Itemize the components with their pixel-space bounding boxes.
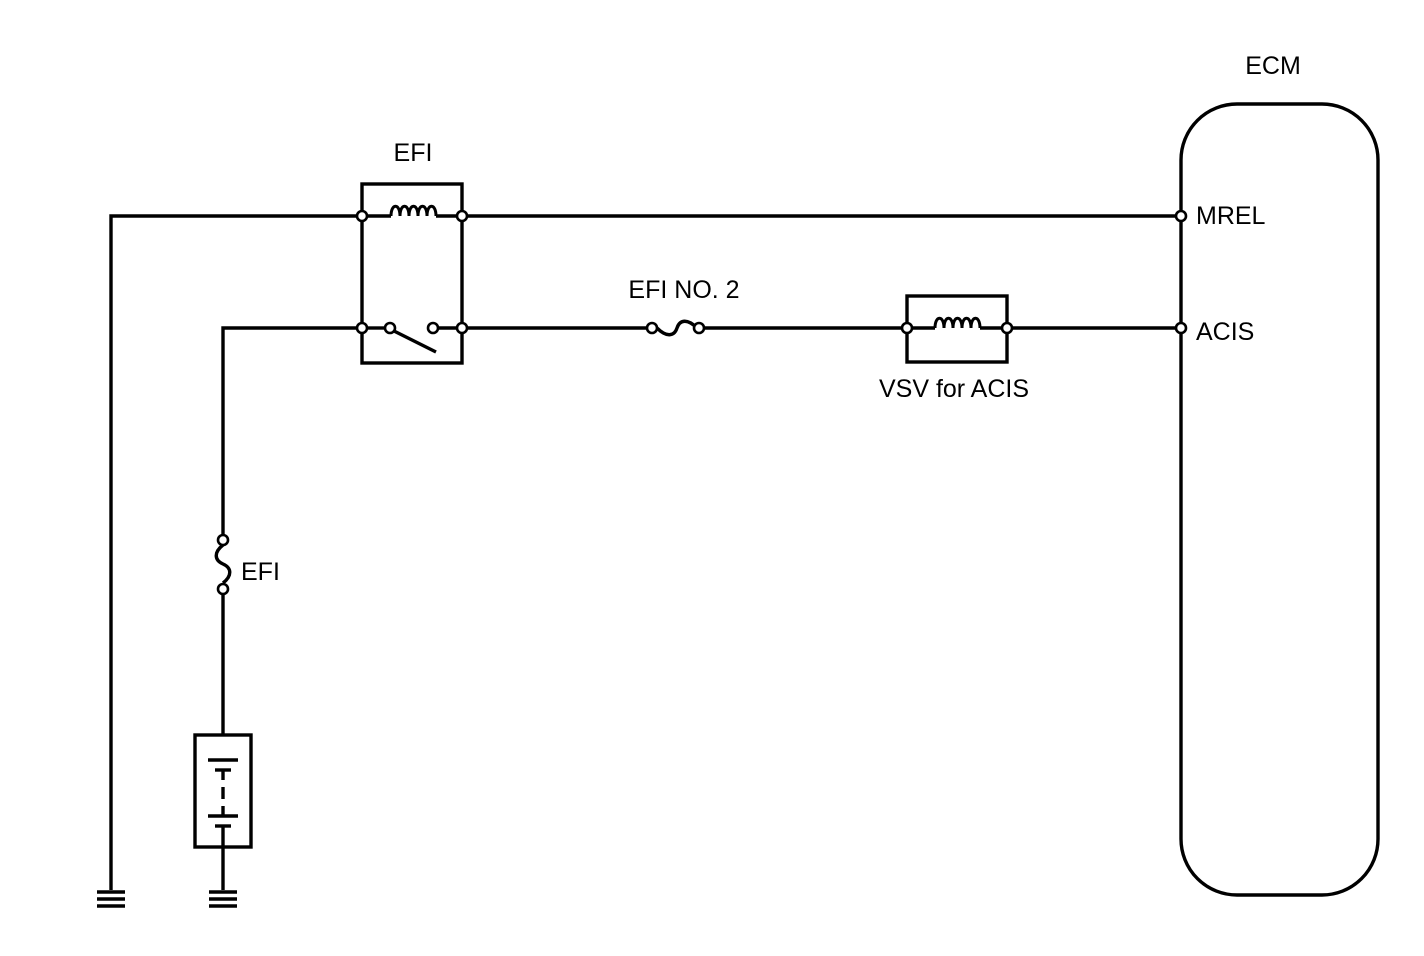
efi-relay-coil-icon [389,204,438,217]
ground-right [209,890,237,908]
efi-relay-switch-blade [389,327,437,354]
efi-no2-fuse-terminal-left [645,321,659,335]
vsv-terminal-right [1000,321,1014,335]
efi-no2-fuse: EFI NO. 2 [628,276,740,337]
vsv-coil-icon [933,316,982,329]
ecm-pin-mrel-label: MREL [1196,202,1266,230]
efi-fuse-terminal-top [216,533,230,547]
ecm-label: ECM [1245,52,1301,80]
ecm-unit: ECM MREL ACIS [1179,52,1380,897]
efi-relay-switch-terminal-left [355,321,369,335]
ecm-pin-acis-terminal [1174,321,1188,335]
efi-relay: EFI [360,139,464,365]
efi-relay-housing [360,182,464,365]
efi-relay-coil-terminal-right [455,209,469,223]
ecm-pin-mrel-terminal [1174,209,1188,223]
efi-no2-fuse-label: EFI NO. 2 [628,276,739,304]
vsv-terminal-left [900,321,914,335]
battery [193,733,253,849]
vsv-for-acis: VSV for ACIS [879,294,1029,403]
efi-relay-label: EFI [394,139,433,167]
efi-relay-switch-contact-fixed [426,321,440,335]
wire-coil-ground [109,214,357,890]
ecm-outline [1179,102,1380,897]
ground-left [97,890,125,908]
efi-no2-fuse-terminal-right [692,321,706,335]
wire-efi-fuse-to-relay [221,326,357,535]
ecm-pin-acis-label: ACIS [1196,318,1254,346]
wires [109,214,1176,890]
efi-fuse: EFI [214,533,280,596]
efi-relay-switch-terminal-right [455,321,469,335]
efi-fuse-terminal-bottom [216,582,230,596]
efi-no2-fuse-icon [655,319,699,337]
efi-fuse-label: EFI [241,558,280,586]
vsv-label: VSV for ACIS [879,375,1029,403]
efi-relay-switch-contact-moving [383,321,397,335]
efi-fuse-icon [214,543,232,585]
terminals [355,209,1188,335]
efi-relay-coil-terminal-left [355,209,369,223]
